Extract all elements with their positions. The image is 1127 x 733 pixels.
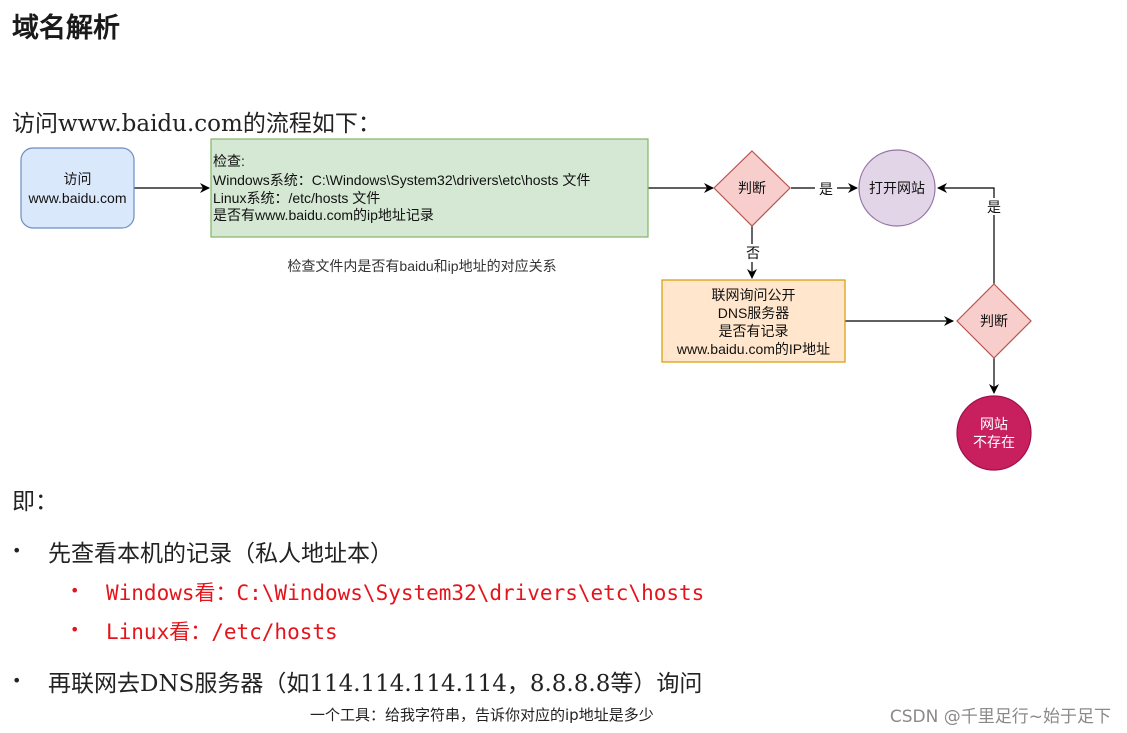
check-box: [210, 138, 649, 238]
decision-2: [956, 283, 1032, 359]
check-box-line-4: 是否有www.baidu.com的ip地址记录: [213, 207, 434, 223]
start-node-line-1: 访问: [64, 171, 92, 187]
check-box-line-2: Windows系统：C:\Windows\System32\drivers\et…: [213, 172, 590, 188]
check-box-line-1: 检查:: [213, 153, 245, 169]
page-heading: 域名解析: [12, 13, 120, 44]
sub-bullet-2-dot: •: [70, 620, 80, 639]
dns-box-line-2: DNS服务器: [718, 305, 790, 321]
edge-label-yes-1: 是: [819, 181, 833, 197]
decision-1: [713, 150, 791, 227]
bullet-1-text: 先查看本机的记录（私人地址本）: [48, 541, 393, 567]
start-node: [20, 147, 135, 229]
watermark: CSDN @千里足行~始于足下: [889, 707, 1111, 727]
dns-box-line-4: www.baidu.com的IP地址: [676, 341, 830, 357]
bullet-1-dot: •: [12, 541, 22, 560]
check-box-line-3: Linux系统：/etc/hosts 文件: [213, 190, 380, 206]
dns-flowchart: 是 否 是 访问 www.baidu.com 检查: Windows系统：C:\…: [20, 138, 1032, 471]
bullet-2-text: 再联网去DNS服务器（如114.114.114.114，8.8.8.8等）询问: [48, 671, 703, 697]
start-node-line-2: www.baidu.com: [27, 190, 126, 206]
open-site-label: 打开网站: [869, 180, 925, 196]
sub-bullet-linux: Linux看：/etc/hosts: [106, 620, 338, 644]
edge-label-yes-2: 是: [987, 199, 1001, 215]
bullet-2-dot: •: [12, 671, 22, 690]
sub-bullet-1-dot: •: [70, 581, 80, 600]
not-exist-node: [956, 395, 1032, 471]
decision-2-label: 判断: [980, 313, 1008, 329]
dns-box-line-3: 是否有记录: [719, 323, 789, 339]
decision-1-label: 判断: [738, 180, 766, 196]
dns-box: [661, 279, 846, 363]
intro-text: 访问www.baidu.com的流程如下：: [12, 111, 381, 137]
not-exist-line-1: 网站: [980, 416, 1008, 432]
edge-decision-2-to-open: [937, 183, 995, 284]
check-caption: 检查文件内是否有baidu和ip地址的对应关系: [287, 258, 556, 274]
open-site-node: [858, 149, 936, 227]
bottom-caption: 一个工具：给我字符串，告诉你对应的ip地址是多少: [310, 706, 654, 724]
edge-label-no: 否: [746, 245, 760, 261]
summary-label: 即：: [12, 489, 58, 515]
dns-box-line-1: 联网询问公开: [712, 287, 796, 303]
not-exist-line-2: 不存在: [973, 434, 1015, 450]
sub-bullet-windows: Windows看：C:\Windows\System32\drivers\etc…: [106, 581, 705, 605]
